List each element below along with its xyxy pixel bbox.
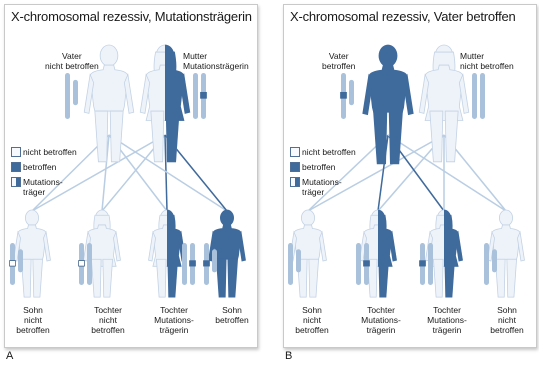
panel-b-child-3-chromosomes — [420, 243, 434, 285]
panel-a-letter: A — [6, 350, 13, 362]
legend-item-affected: betroffen — [290, 162, 356, 172]
panel-a-title: X-chromosomal rezessiv, Mutationsträgeri… — [11, 9, 252, 24]
legend-item-unaffected: nicht betroffen — [11, 147, 77, 157]
panel-a-father-chromosomes — [65, 73, 78, 119]
affected-swatch — [290, 162, 300, 172]
panel-b-legend: nicht betroffen betroffen Mutations-träg… — [290, 147, 356, 202]
unaffected-swatch — [290, 147, 300, 157]
panel-b-child-1-figure — [290, 210, 327, 297]
panel-b-title: X-chromosomal rezessiv, Vater betroffen — [290, 9, 516, 24]
affected-swatch — [11, 162, 21, 172]
panel-a-mutation-carrier: X-chromosomal rezessiv, Mutationsträgeri… — [4, 4, 258, 348]
panel-a-mother-chromosomes — [193, 73, 207, 119]
panel-b-father-affected: X-chromosomal rezessiv, Vater betroffen … — [283, 4, 537, 348]
unaffected-swatch — [11, 147, 21, 157]
legend-item-carrier: Mutations-träger — [290, 177, 356, 197]
panel-b-letter: B — [285, 350, 292, 362]
legend-item-carrier: Mutations-träger — [11, 177, 77, 197]
panel-a-legend: nicht betroffen betroffen Mutations-träg… — [11, 147, 77, 202]
panel-b-father-chromosomes — [341, 73, 355, 119]
carrier-swatch — [290, 177, 300, 187]
legend-item-affected: betroffen — [11, 162, 77, 172]
legend-item-unaffected: nicht betroffen — [290, 147, 356, 157]
panel-a-child-3-figure — [149, 210, 186, 297]
panel-a-child-3-chromosomes — [182, 243, 196, 285]
carrier-swatch — [11, 177, 21, 187]
panel-b-mother-chromosomes — [472, 73, 485, 119]
